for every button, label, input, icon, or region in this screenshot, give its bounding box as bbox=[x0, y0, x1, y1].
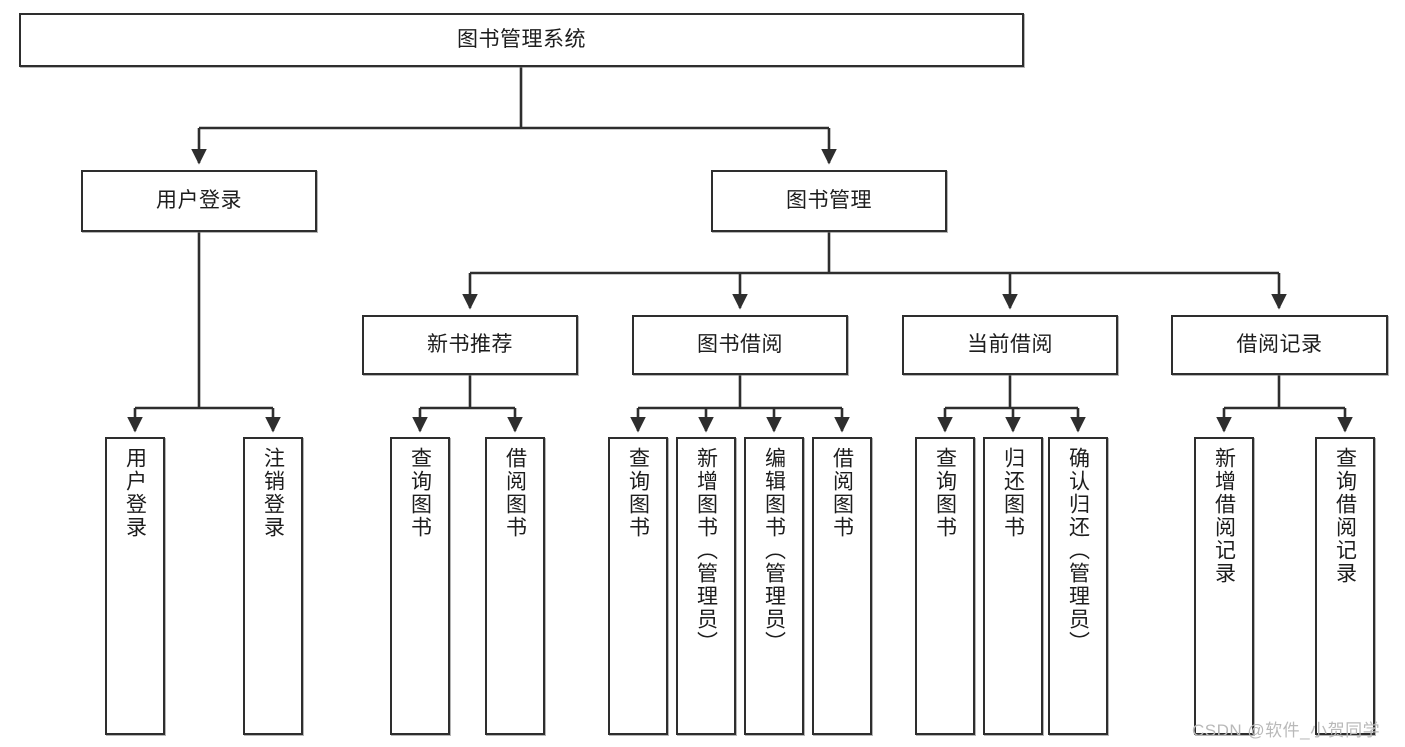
node-current-borrow-label: 当前借阅 bbox=[967, 332, 1053, 356]
leaf-query-book-borrow[interactable]: 查询图书 bbox=[608, 437, 668, 735]
node-new-book-recommend-label: 新书推荐 bbox=[427, 332, 513, 356]
leaf-query-book-newbook[interactable]: 查询图书 bbox=[390, 437, 450, 735]
leaf-confirm-return-admin[interactable]: 确认归还（管理员） bbox=[1048, 437, 1108, 735]
leaf-query-book-newbook-label: 查询图书 bbox=[408, 447, 432, 539]
leaf-logout[interactable]: 注销登录 bbox=[243, 437, 303, 735]
leaf-query-borrow-record[interactable]: 查询借阅记录 bbox=[1315, 437, 1375, 735]
leaf-add-book-admin-label: 新增图书（管理员） bbox=[694, 447, 718, 654]
leaf-borrow-book-newbook-label: 借阅图书 bbox=[503, 447, 527, 539]
leaf-user-login[interactable]: 用户登录 bbox=[105, 437, 165, 735]
node-book-borrow-label: 图书借阅 bbox=[697, 332, 783, 356]
node-root[interactable]: 图书管理系统 bbox=[19, 13, 1024, 67]
leaf-add-borrow-record[interactable]: 新增借阅记录 bbox=[1194, 437, 1254, 735]
leaf-confirm-return-admin-label: 确认归还（管理员） bbox=[1066, 447, 1090, 654]
leaf-add-borrow-record-label: 新增借阅记录 bbox=[1212, 447, 1236, 585]
node-new-book-recommend[interactable]: 新书推荐 bbox=[362, 315, 578, 375]
leaf-edit-book-admin[interactable]: 编辑图书（管理员） bbox=[744, 437, 804, 735]
leaf-query-book-current[interactable]: 查询图书 bbox=[915, 437, 975, 735]
node-book-management-label: 图书管理 bbox=[786, 188, 872, 212]
node-user-login-label: 用户登录 bbox=[156, 188, 242, 212]
leaf-query-book-borrow-label: 查询图书 bbox=[626, 447, 650, 539]
node-current-borrow[interactable]: 当前借阅 bbox=[902, 315, 1118, 375]
leaf-edit-book-admin-label: 编辑图书（管理员） bbox=[762, 447, 786, 654]
leaf-borrow-book[interactable]: 借阅图书 bbox=[812, 437, 872, 735]
leaf-query-book-current-label: 查询图书 bbox=[933, 447, 957, 539]
leaf-borrow-book-newbook[interactable]: 借阅图书 bbox=[485, 437, 545, 735]
node-book-borrow[interactable]: 图书借阅 bbox=[632, 315, 848, 375]
leaf-return-book[interactable]: 归还图书 bbox=[983, 437, 1043, 735]
node-user-login[interactable]: 用户登录 bbox=[81, 170, 317, 232]
node-root-label: 图书管理系统 bbox=[457, 27, 586, 51]
leaf-borrow-book-label: 借阅图书 bbox=[830, 447, 854, 539]
leaf-add-book-admin[interactable]: 新增图书（管理员） bbox=[676, 437, 736, 735]
leaf-user-login-label: 用户登录 bbox=[123, 447, 147, 539]
node-borrow-record-label: 借阅记录 bbox=[1236, 332, 1323, 356]
node-borrow-record[interactable]: 借阅记录 bbox=[1171, 315, 1388, 375]
node-book-management[interactable]: 图书管理 bbox=[711, 170, 947, 232]
leaf-query-borrow-record-label: 查询借阅记录 bbox=[1333, 447, 1357, 585]
leaf-return-book-label: 归还图书 bbox=[1001, 447, 1025, 539]
leaf-logout-label: 注销登录 bbox=[261, 447, 285, 539]
